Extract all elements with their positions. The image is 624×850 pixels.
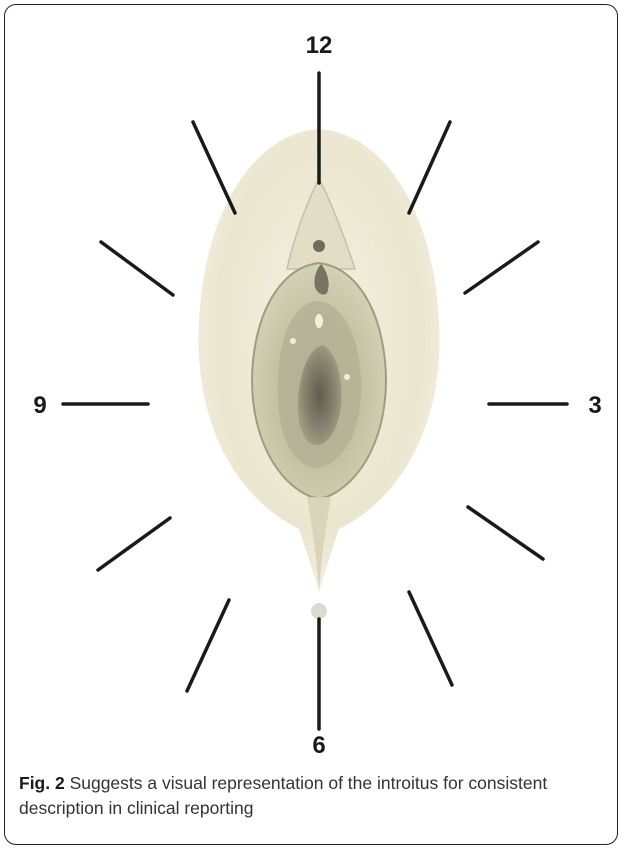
tick-5 (409, 592, 452, 685)
clock-number-12: 12 (306, 32, 333, 59)
tick-7 (187, 600, 229, 691)
figure-caption: Fig. 2 Suggests a visual representation … (19, 771, 609, 821)
tick-4 (468, 507, 543, 559)
clock-number-9: 9 (33, 392, 46, 419)
tick-1 (409, 122, 450, 213)
caption-text: Suggests a visual representation of the … (19, 773, 547, 818)
figure-frame: 12 3 6 9 Fig. 2 Suggests a visual repres… (4, 4, 618, 845)
highlight-spot-small (290, 338, 296, 344)
highlight-spot-small (344, 374, 350, 380)
anus-marker (311, 603, 327, 619)
tick-11 (193, 122, 235, 213)
clitoris (313, 240, 325, 252)
tick-2 (465, 242, 538, 293)
clock-number-3: 3 (588, 392, 601, 419)
tick-10 (101, 242, 173, 295)
figure-label: Fig. 2 (19, 773, 65, 793)
tick-8 (98, 518, 170, 570)
clock-number-6: 6 (312, 732, 325, 759)
highlight-spot (315, 314, 323, 328)
introitus-illustration (199, 129, 440, 619)
clock-diagram: 12 3 6 9 (5, 5, 618, 765)
